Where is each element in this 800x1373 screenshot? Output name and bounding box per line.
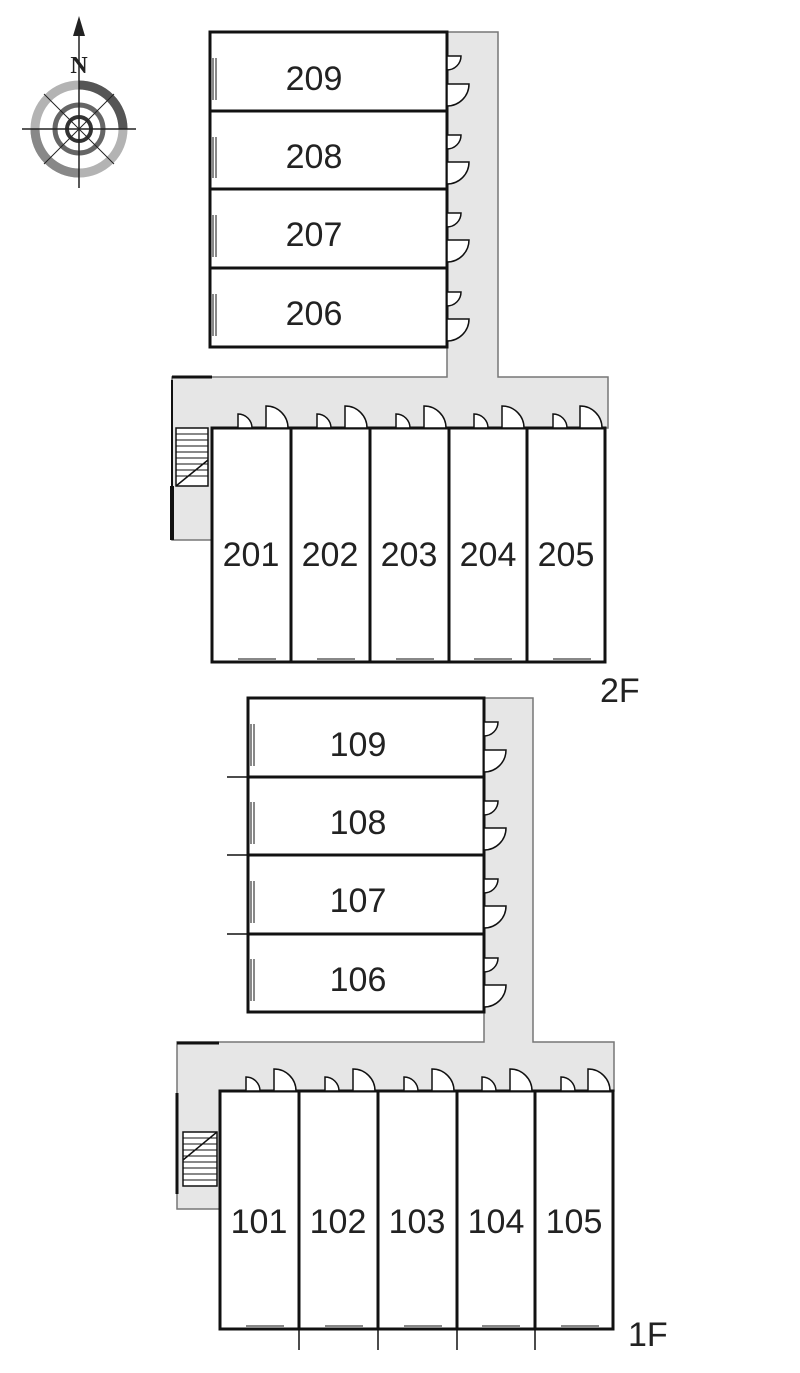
unit-208: 208 bbox=[208, 109, 449, 191]
door-icons-2f-row bbox=[237, 405, 603, 429]
floor-1f: 109 108 107 106 bbox=[175, 696, 668, 1354]
unit-label: 204 bbox=[460, 536, 517, 574]
unit-201: 201 bbox=[210, 426, 293, 664]
unit-202: 202 bbox=[289, 426, 372, 664]
unit-203: 203 bbox=[368, 426, 451, 664]
unit-label: 101 bbox=[231, 1203, 288, 1241]
compass-north-label: N bbox=[70, 53, 88, 79]
unit-105: 105 bbox=[533, 1089, 615, 1331]
unit-label: 109 bbox=[330, 726, 387, 764]
unit-label: 206 bbox=[286, 295, 343, 333]
floor-2f: 209 208 207 206 bbox=[170, 30, 640, 710]
unit-107: 107 bbox=[246, 853, 486, 936]
floor-label-1f: 1F bbox=[628, 1316, 668, 1354]
unit-204: 204 bbox=[447, 426, 529, 664]
unit-label: 201 bbox=[223, 536, 280, 574]
unit-label: 205 bbox=[538, 536, 595, 574]
unit-label: 202 bbox=[302, 536, 359, 574]
unit-label: 207 bbox=[286, 216, 343, 254]
unit-103: 103 bbox=[376, 1089, 459, 1331]
unit-104: 104 bbox=[455, 1089, 537, 1331]
unit-label: 106 bbox=[330, 961, 387, 999]
north-arrow-icon bbox=[73, 16, 85, 36]
door-icons-1f-row bbox=[245, 1068, 611, 1092]
unit-label: 108 bbox=[330, 804, 387, 842]
floor-label-2f: 2F bbox=[600, 672, 640, 710]
unit-label: 102 bbox=[310, 1203, 367, 1241]
compass-icon: N bbox=[22, 16, 136, 188]
unit-label: 209 bbox=[286, 60, 343, 98]
unit-label: 103 bbox=[389, 1203, 446, 1241]
unit-109: 109 bbox=[246, 696, 486, 779]
unit-102: 102 bbox=[297, 1089, 380, 1331]
door-icons-2f-vertical bbox=[446, 55, 470, 342]
unit-205: 205 bbox=[525, 426, 607, 664]
stairs-1f bbox=[182, 1131, 218, 1187]
unit-101: 101 bbox=[218, 1089, 301, 1331]
unit-106: 106 bbox=[246, 932, 486, 1014]
unit-206: 206 bbox=[208, 266, 449, 349]
unit-108: 108 bbox=[246, 775, 486, 857]
unit-label: 107 bbox=[330, 882, 387, 920]
unit-label: 203 bbox=[381, 536, 438, 574]
door-icons-1f-vertical bbox=[483, 721, 507, 1008]
stairs-2f bbox=[170, 427, 209, 540]
unit-209: 209 bbox=[208, 30, 449, 113]
unit-label: 105 bbox=[546, 1203, 603, 1241]
unit-207: 207 bbox=[208, 187, 449, 270]
unit-label: 208 bbox=[286, 138, 343, 176]
unit-label: 104 bbox=[468, 1203, 525, 1241]
